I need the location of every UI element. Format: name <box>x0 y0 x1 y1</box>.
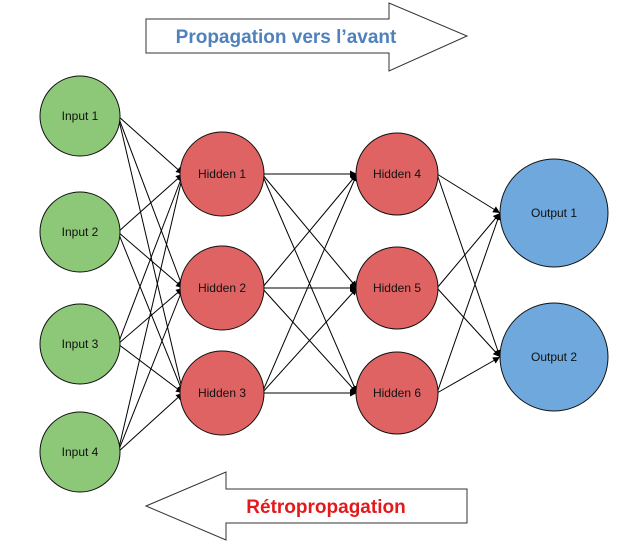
edge-input-3-to-hidden-3 <box>117 343 184 394</box>
edge-hidden-5-to-output-2 <box>436 287 501 358</box>
node-circle-input-3 <box>39 303 121 385</box>
backward-arrow-shape <box>144 471 468 541</box>
node-label-output-2: Output 2 <box>531 350 577 364</box>
node-label-hidden-4: Hidden 4 <box>373 167 421 181</box>
node-circle-input-4 <box>39 411 121 493</box>
node-input-4: Input 4 <box>39 411 121 493</box>
edge-input-1-to-hidden-1 <box>117 115 184 175</box>
node-output-1: Output 1 <box>499 158 609 268</box>
edge-input-4-to-hidden-1 <box>117 173 185 453</box>
edge-hidden-4-to-output-1 <box>436 173 501 214</box>
node-label-output-1: Output 1 <box>531 206 577 220</box>
node-circle-hidden-3 <box>179 350 265 436</box>
forward-arrow-shape <box>145 2 469 72</box>
node-circle-hidden-4 <box>355 132 439 216</box>
edge-hidden-6-to-output-2 <box>436 356 501 394</box>
node-hidden-1: Hidden 1 <box>179 131 265 217</box>
node-hidden-6: Hidden 6 <box>355 351 439 435</box>
node-label-input-2: Input 2 <box>62 225 99 239</box>
node-circle-output-2 <box>499 302 609 412</box>
node-label-input-4: Input 4 <box>62 445 99 459</box>
node-label-input-1: Input 1 <box>62 109 99 123</box>
node-label-hidden-3: Hidden 3 <box>198 386 246 400</box>
edge-hidden-4-to-output-2 <box>436 173 502 358</box>
edge-input-2-to-hidden-1 <box>117 173 184 233</box>
node-input-1: Input 1 <box>39 75 121 157</box>
forward-propagation-label: Propagation vers l’avant <box>176 27 397 48</box>
node-label-hidden-6: Hidden 6 <box>373 386 421 400</box>
edge-hidden-3-to-hidden-5 <box>261 287 358 394</box>
edge-input-3-to-hidden-1 <box>117 173 184 345</box>
node-circle-hidden-5 <box>355 246 439 330</box>
node-circle-input-2 <box>39 191 121 273</box>
neurons: Input 1 Input 2 Input 3 Input 4 Hidden 1 Hidd… <box>39 75 609 493</box>
connections <box>117 115 502 453</box>
edge-input-1-to-hidden-2 <box>117 115 184 289</box>
node-output-2: Output 2 <box>499 302 609 412</box>
edge-input-4-to-hidden-2 <box>117 287 184 453</box>
edge-input-4-to-hidden-3 <box>117 392 184 453</box>
edge-hidden-6-to-output-1 <box>436 212 501 394</box>
backpropagation-arrow: Rétropropagation <box>144 471 468 541</box>
node-hidden-4: Hidden 4 <box>355 132 439 216</box>
node-label-hidden-5: Hidden 5 <box>373 281 421 295</box>
node-circle-hidden-1 <box>179 131 265 217</box>
node-input-3: Input 3 <box>39 303 121 385</box>
backpropagation-label: Rétropropagation <box>246 497 405 518</box>
edge-hidden-2-to-hidden-4 <box>261 173 358 289</box>
node-input-2: Input 2 <box>39 191 121 273</box>
node-label-hidden-1: Hidden 1 <box>198 167 246 181</box>
edge-input-1-to-hidden-3 <box>117 115 185 394</box>
node-label-input-3: Input 3 <box>62 337 99 351</box>
node-hidden-2: Hidden 2 <box>179 245 265 331</box>
node-hidden-3: Hidden 3 <box>179 350 265 436</box>
node-label-hidden-2: Hidden 2 <box>198 281 246 295</box>
edge-hidden-3-to-hidden-4 <box>261 173 358 394</box>
node-hidden-5: Hidden 5 <box>355 246 439 330</box>
node-circle-hidden-2 <box>179 245 265 331</box>
forward-propagation-arrow: Propagation vers l’avant <box>145 2 469 72</box>
node-circle-input-1 <box>39 75 121 157</box>
node-circle-hidden-6 <box>355 351 439 435</box>
node-circle-output-1 <box>499 158 609 268</box>
edge-hidden-5-to-output-1 <box>436 212 501 289</box>
edge-input-3-to-hidden-2 <box>117 287 184 345</box>
